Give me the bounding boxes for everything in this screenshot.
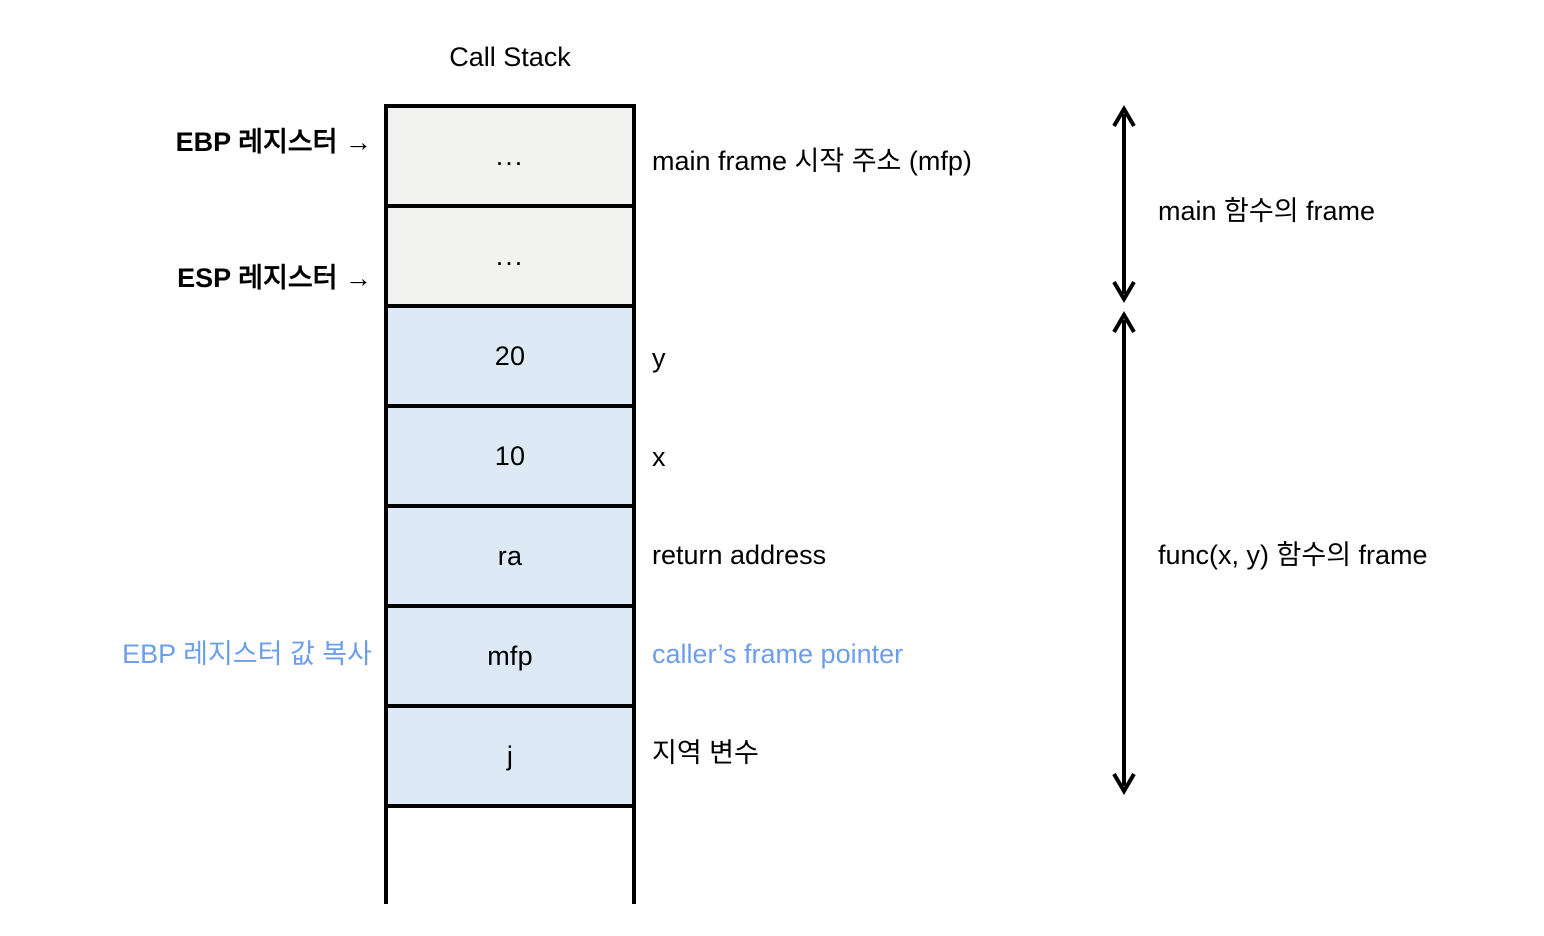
stack-cell-4: ra — [384, 504, 636, 604]
stack-cell-value: ... — [495, 140, 525, 171]
page-title: Call Stack — [449, 42, 571, 72]
ebp-register-label: EBP 레지스터 → — [175, 127, 372, 157]
main-frame-brace — [1106, 104, 1142, 304]
main-frame-label: main 함수의 frame — [1158, 196, 1376, 226]
stack-cell-value: j — [506, 740, 514, 771]
stack-cell-value: ... — [495, 240, 525, 271]
row-note-callers-frame-pointer: caller’s frame pointer — [652, 639, 904, 669]
stack-cell-value: 20 — [494, 340, 526, 371]
stack-cell-value: ra — [497, 540, 523, 571]
stack-cell-2: 20 — [384, 304, 636, 404]
stack-cell-0: ... — [384, 104, 636, 204]
double-arrow-icon — [1112, 105, 1136, 303]
stack-cell-1: ... — [384, 204, 636, 304]
row-note-local-variable: 지역 변수 — [652, 738, 759, 768]
row-note-x: x — [652, 442, 666, 472]
stack-cell-3: 10 — [384, 404, 636, 504]
row-note-y: y — [652, 343, 666, 373]
stack-cell-value: 10 — [494, 440, 526, 471]
stack-cell-5: mfp — [384, 604, 636, 704]
call-stack-column: ... ... 20 10 ra mfp j — [384, 104, 636, 904]
double-arrow-icon — [1112, 311, 1136, 795]
esp-register-label: ESP 레지스터 → — [177, 263, 372, 293]
func-frame-brace — [1106, 310, 1142, 796]
stack-cell-7-empty — [384, 804, 636, 904]
row-note-return-address: return address — [652, 540, 827, 570]
stack-cell-6: j — [384, 704, 636, 804]
stack-cell-value: mfp — [487, 640, 533, 671]
row-note-main-frame-address: main frame 시작 주소 (mfp) — [652, 146, 972, 176]
ebp-copy-note: EBP 레지스터 값 복사 — [122, 639, 372, 669]
func-frame-label: func(x, y) 함수의 frame — [1158, 540, 1428, 570]
